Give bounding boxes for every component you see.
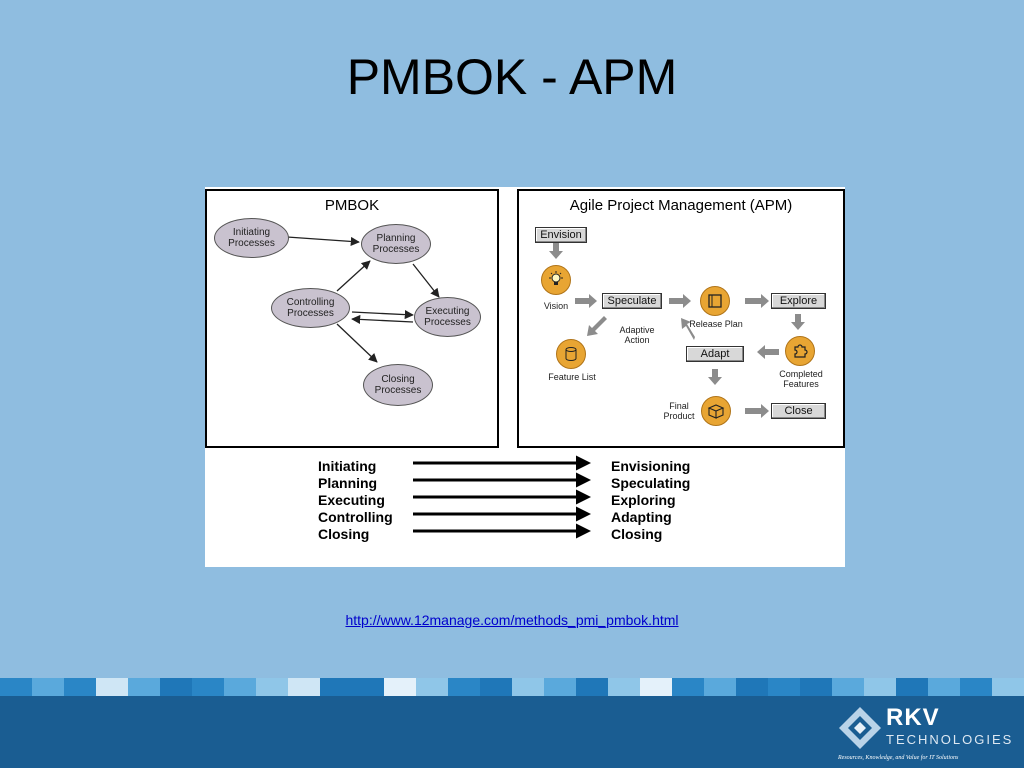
feature-list-caption: Feature List — [548, 372, 596, 382]
closing-processes-node: Closing Processes — [363, 364, 433, 406]
arrow-releaseplan-explore — [745, 294, 769, 308]
vision-caption: Vision — [543, 301, 569, 311]
footer-tagline: Resources, Knowledge, and Value for IT S… — [838, 755, 959, 761]
rkv-diamond-logo-icon — [839, 707, 881, 749]
apm-title: Agile Project Management (APM) — [569, 197, 793, 214]
arrow-vision-speculate — [575, 294, 597, 308]
pmbok-phase: Closing — [318, 526, 370, 542]
arrow-adapt-finalproduct — [708, 369, 722, 385]
arrow-finalproduct-close — [745, 404, 769, 418]
initiating-processes-node: Initiating Processes — [214, 218, 289, 258]
arrow-initiating-planning — [286, 236, 360, 246]
arrow-planning-executing — [412, 263, 440, 298]
pmbok-phase: Controlling — [318, 509, 393, 525]
logo-subtitle: TECHNOLOGIES — [886, 732, 1014, 747]
apm-arrows — [549, 243, 805, 418]
arrow-controlling-executing — [351, 310, 414, 320]
apm-phase: Speculating — [611, 475, 691, 491]
arrow-envision-vision — [549, 243, 563, 259]
logo-name: RKV — [886, 704, 940, 731]
controlling-processes-node: Controlling Processes — [271, 288, 350, 328]
planning-processes-node: Planning Processes — [361, 224, 431, 264]
final-product-caption: Final Product — [663, 401, 695, 421]
speculate-button: Speculate — [602, 293, 662, 309]
explore-button: Explore — [771, 293, 826, 309]
arrow-adapt-speculate — [681, 318, 695, 340]
vision-lightbulb-icon — [541, 265, 571, 295]
pmbok-apm-figure: PMBOK Initiating Processes Planning Proc… — [205, 187, 845, 567]
apm-phase: Closing — [611, 526, 663, 542]
arrow-completed-adapt — [757, 345, 779, 359]
arrow-speculate-featurelist — [587, 316, 607, 336]
final-product-box-icon — [701, 396, 731, 426]
pmbok-title: PMBOK — [324, 197, 380, 214]
decorative-stripe-bar — [0, 678, 1024, 696]
completed-features-puzzle-icon — [785, 336, 815, 366]
apm-phase-list: Envisioning Speculating Exploring Adapti… — [611, 458, 690, 543]
pmbok-phase-list: Initiating Planning Executing Controllin… — [318, 458, 393, 543]
pmbok-arrows — [286, 236, 440, 363]
adapt-button: Adapt — [686, 346, 744, 362]
release-plan-icon — [700, 286, 730, 316]
arrow-explore-completed — [791, 314, 805, 330]
close-button: Close — [771, 403, 826, 419]
pmbok-phase: Executing — [318, 492, 385, 508]
source-link[interactable]: http://www.12manage.com/methods_pmi_pmbo… — [345, 612, 679, 628]
pmbok-phase: Planning — [318, 475, 378, 491]
apm-phase: Adapting — [611, 509, 672, 525]
pmbok-panel: PMBOK Initiating Processes Planning Proc… — [205, 189, 499, 448]
slide-title: PMBOK - APM — [346, 49, 678, 105]
apm-phase: Exploring — [611, 492, 676, 508]
completed-features-caption: Completed Features — [779, 369, 823, 389]
release-plan-caption: Release Plan — [689, 319, 743, 329]
envision-button: Envision — [535, 227, 587, 243]
mapping-arrows — [413, 455, 591, 539]
arrow-controlling-closing — [336, 323, 378, 363]
feature-list-icon — [556, 339, 586, 369]
arrow-controlling-planning — [336, 260, 371, 292]
executing-processes-node: Executing Processes — [414, 297, 481, 337]
arrow-executing-controlling — [351, 314, 414, 324]
apm-panel: Agile Project Management (APM) Envision … — [517, 189, 845, 448]
pmbok-phase: Initiating — [318, 458, 377, 474]
adaptive-action-caption: Adaptive Action — [619, 325, 655, 345]
apm-phase: Envisioning — [611, 458, 691, 474]
arrow-speculate-releaseplan — [669, 294, 691, 308]
